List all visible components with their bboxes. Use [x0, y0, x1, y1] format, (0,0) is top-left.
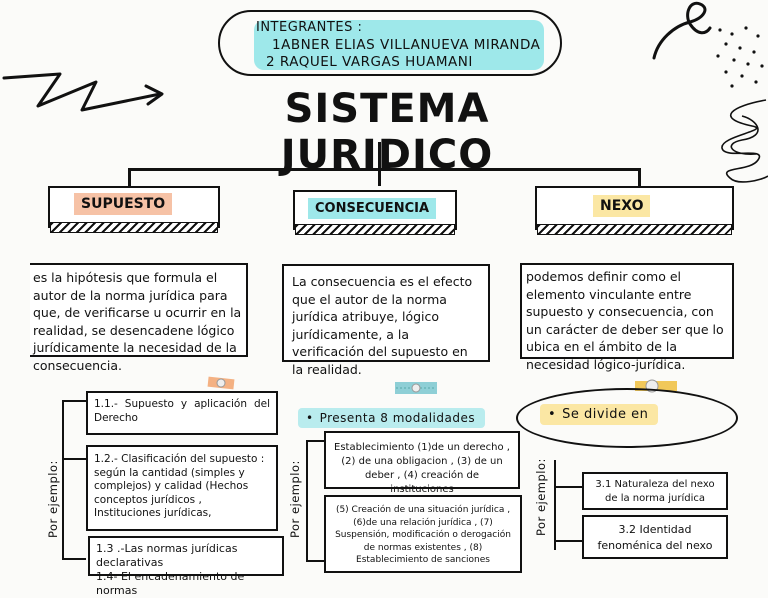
ellipse-frame [516, 388, 738, 448]
header-stripe [537, 224, 732, 235]
example-label-supuesto: Por ejemplo: [46, 460, 60, 538]
bracket-tick [306, 560, 324, 562]
zigzag-arrow-icon [2, 72, 164, 112]
description-nexo: podemos definir como el elemento vincula… [520, 263, 734, 372]
bracket-right [554, 460, 556, 550]
header-label: NEXO [593, 195, 651, 217]
header-nexo: NEXO [535, 186, 734, 235]
description-supuesto: es la hipótesis que formula el autor de … [30, 263, 248, 373]
example-label-nexo: Por ejemplo: [534, 458, 548, 536]
item-1-1: 1.1.- Supuesto y aplicación del Derecho [86, 391, 278, 435]
tree-trunk [378, 142, 381, 170]
header-stripe [295, 224, 455, 235]
header-consecuencia: CONSECUENCIA [293, 190, 457, 235]
bracket-tick [62, 458, 86, 460]
pill-presenta: Presenta 8 modalidades [298, 408, 486, 428]
header-supuesto: SUPUESTO [48, 186, 220, 233]
item-1-3-1-4: 1.3 .-Las normas jurídicas declarativas … [88, 536, 284, 597]
pill-se-divide: Se divide en [540, 404, 659, 425]
tape-blue-icon [395, 382, 437, 394]
bracket-tick [554, 540, 582, 542]
bracket-tick [306, 440, 324, 442]
member-name-1: 1ABNER ELIAS VILLANUEVA MIRANDA [272, 37, 541, 53]
members-heading: INTEGRANTES : [256, 20, 363, 35]
description-consecuencia: La consecuencia es el efecto que el auto… [282, 264, 490, 377]
example-label-consecuencia: Por ejemplo: [288, 460, 302, 538]
bracket-tick [62, 558, 86, 560]
curl-doodle-icon [652, 1, 712, 60]
branch-left [128, 168, 131, 186]
bracket-tick [62, 400, 86, 402]
bracket-middle [306, 440, 308, 562]
bracket-left [62, 400, 64, 560]
member-name-2: 2 RAQUEL VARGAS HUAMANI [266, 54, 473, 70]
page-title: SISTEMA JURIDICO [280, 86, 494, 178]
members-highlight [254, 20, 544, 70]
item-consecuencia-5-8: (5) Creación de una situación jurídica ,… [324, 495, 522, 573]
item-3-2: 3.2 Identidad fenoménica del nexo [582, 515, 728, 559]
tree-branch [128, 168, 641, 171]
tape-orange-icon [207, 376, 235, 390]
header-label: CONSECUENCIA [308, 198, 437, 219]
scribble-doodle-icon [721, 99, 768, 183]
bracket-tick [554, 486, 582, 488]
item-3-1: 3.1 Naturaleza del nexo de la norma jurí… [582, 472, 728, 510]
item-1-2: 1.2.- Clasificación del supuesto : según… [86, 445, 278, 531]
branch-middle [378, 168, 381, 186]
header-label: SUPUESTO [74, 193, 173, 215]
header-stripe [50, 222, 218, 233]
item-consecuencia-1-4: Establecimiento (1)de un derecho , (2) d… [324, 431, 520, 495]
branch-right [638, 168, 641, 186]
members-box: INTEGRANTES : 1ABNER ELIAS VILLANUEVA MI… [218, 10, 562, 76]
dots-doodle-icon [716, 26, 764, 88]
